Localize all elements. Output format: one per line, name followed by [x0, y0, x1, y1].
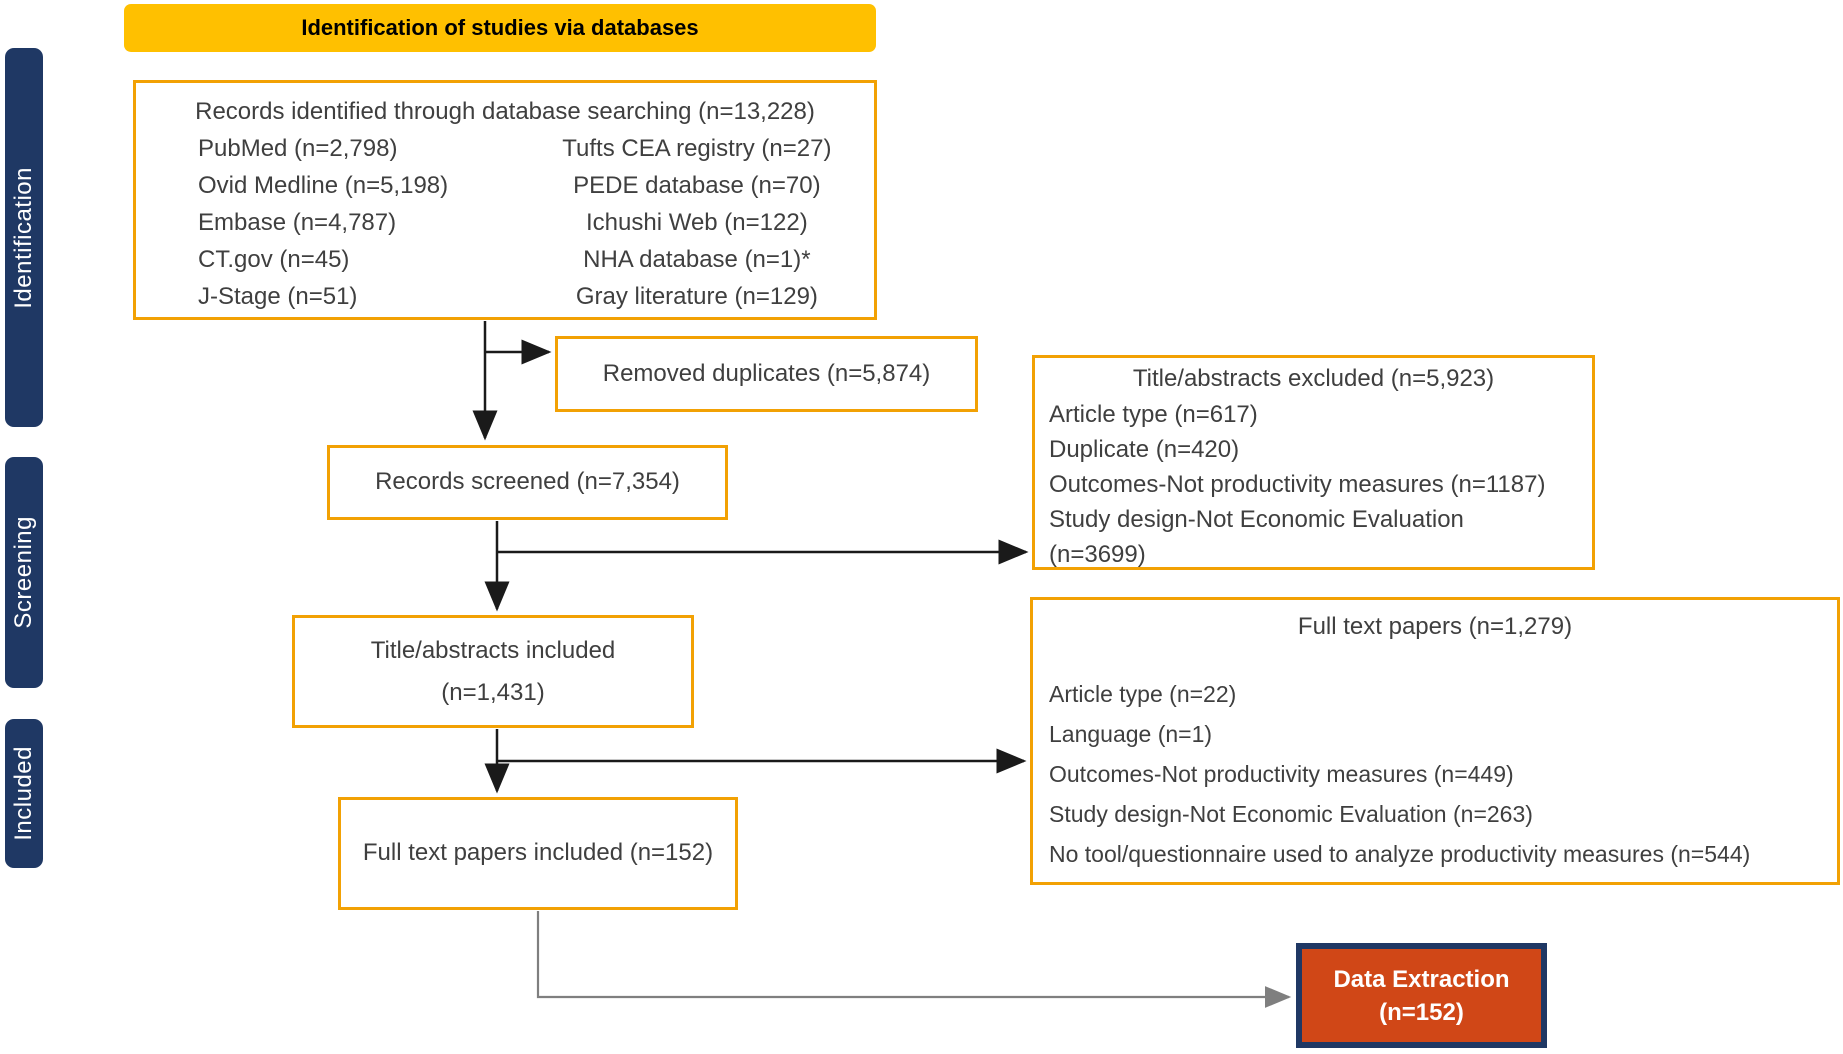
phase-label-screening: Screening	[10, 516, 37, 629]
full-text-item: Language (n=1)	[1049, 721, 1213, 747]
ta-included-line1: Title/abstracts included	[370, 636, 616, 664]
full-text-item: No tool/questionnaire used to analyze pr…	[1049, 841, 1751, 867]
full-text-item: Study design-Not Economic Evaluation (n=…	[1049, 801, 1533, 827]
excluded-item: Study design-Not Economic Evaluation	[1049, 506, 1464, 533]
source-item: CT.gov (n=45)	[198, 246, 350, 273]
box-full-text-included: Full text papers included (n=152)	[338, 797, 738, 910]
records-identified-sources: PubMed (n=2,798) Tufts CEA registry (n=2…	[136, 130, 874, 315]
source-item: Gray literature (n=129)	[575, 283, 818, 310]
ta-included-line2: (n=1,431)	[441, 678, 545, 706]
source-item: NHA database (n=1)*	[583, 246, 811, 273]
records-identified-title: Records identified through database sear…	[195, 98, 815, 125]
records-screened-label: Records screened (n=7,354)	[375, 468, 680, 496]
box-title-abstracts-included: Title/abstracts included (n=1,431)	[292, 615, 694, 728]
source-item: J-Stage (n=51)	[198, 283, 358, 310]
box-data-extraction: Data Extraction (n=152)	[1296, 943, 1547, 1048]
box-records-identified: Records identified through database sear…	[133, 80, 877, 320]
phase-bar-screening: Screening	[5, 457, 43, 688]
full-text-papers-items: Article type (n=22) Language (n=1) Outco…	[1049, 674, 1821, 874]
source-item: Tufts CEA registry (n=27)	[562, 135, 832, 162]
removed-duplicates-label: Removed duplicates (n=5,874)	[602, 359, 931, 387]
excluded-title: Title/abstracts excluded (n=5,923)	[1132, 365, 1495, 392]
excluded-item: Article type (n=617)	[1049, 401, 1258, 428]
arrow-to-data-extraction	[536, 911, 1292, 1008]
full-text-included-label: Full text papers included (n=152)	[362, 839, 714, 867]
phase-bar-included: Included	[5, 719, 43, 868]
source-item: Ovid Medline (n=5,198)	[198, 172, 449, 199]
source-item: PEDE database (n=70)	[573, 172, 821, 199]
phase-label-identification: Identification	[10, 166, 37, 309]
header-title: Identification of studies via databases	[301, 15, 699, 40]
box-records-screened: Records screened (n=7,354)	[327, 445, 728, 520]
box-removed-duplicates: Removed duplicates (n=5,874)	[555, 336, 978, 412]
source-item: PubMed (n=2,798)	[198, 135, 398, 162]
data-extraction-line2: (n=152)	[1379, 998, 1464, 1026]
header-banner: Identification of studies via databases	[124, 4, 876, 52]
data-extraction-line1: Data Extraction	[1333, 965, 1510, 993]
full-text-item: Article type (n=22)	[1049, 681, 1237, 707]
phase-label-included: Included	[10, 746, 37, 841]
excluded-item: Outcomes-Not productivity measures (n=11…	[1049, 471, 1546, 498]
phase-bar-identification: Identification	[5, 48, 43, 427]
box-full-text-papers: Full text papers (n=1,279) Article type …	[1030, 597, 1840, 885]
excluded-item: Duplicate (n=420)	[1049, 436, 1240, 463]
full-text-item: Outcomes-Not productivity measures (n=44…	[1049, 761, 1514, 787]
source-item: Embase (n=4,787)	[198, 209, 397, 236]
excluded-item: (n=3699)	[1049, 541, 1146, 568]
source-item: Ichushi Web (n=122)	[586, 209, 808, 236]
box-title-abstracts-excluded: Title/abstracts excluded (n=5,923) Artic…	[1032, 355, 1595, 570]
full-text-papers-title: Full text papers (n=1,279)	[1297, 613, 1573, 640]
